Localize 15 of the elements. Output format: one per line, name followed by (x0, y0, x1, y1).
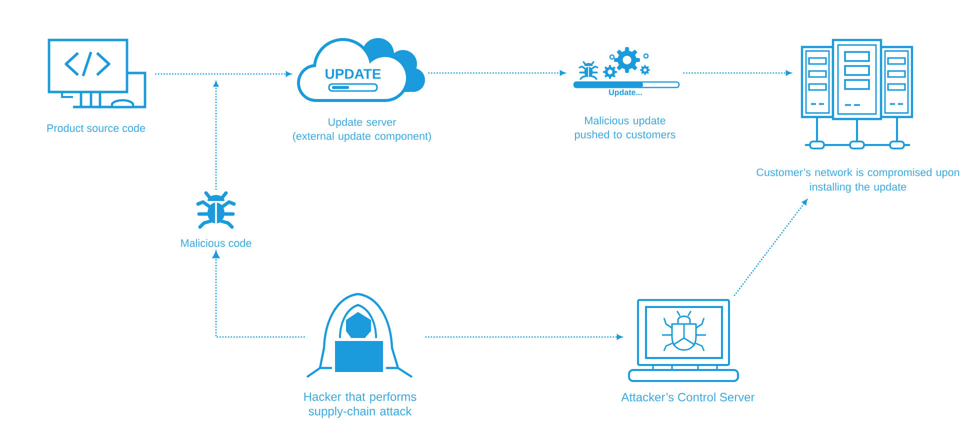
node-label: Product source code (47, 124, 146, 132)
arrow (213, 81, 219, 190)
node-label: Hacker that performs supply-chain attack (304, 392, 416, 418)
node-label: Update server (external update component) (293, 118, 431, 142)
arrow (425, 334, 622, 340)
arrow (683, 70, 792, 76)
node-label: Customer’s network is compromised upon installing the update (756, 168, 960, 193)
arrow (734, 199, 808, 296)
arrow (212, 250, 305, 338)
node-label: Malicious update pushed to customers (574, 116, 676, 141)
node-label: Malicious code (181, 239, 252, 247)
progress-label: Update... (609, 89, 642, 97)
arrow (155, 71, 292, 77)
node-label: Attacker’s Control Server (621, 392, 755, 402)
arrow (428, 70, 566, 76)
